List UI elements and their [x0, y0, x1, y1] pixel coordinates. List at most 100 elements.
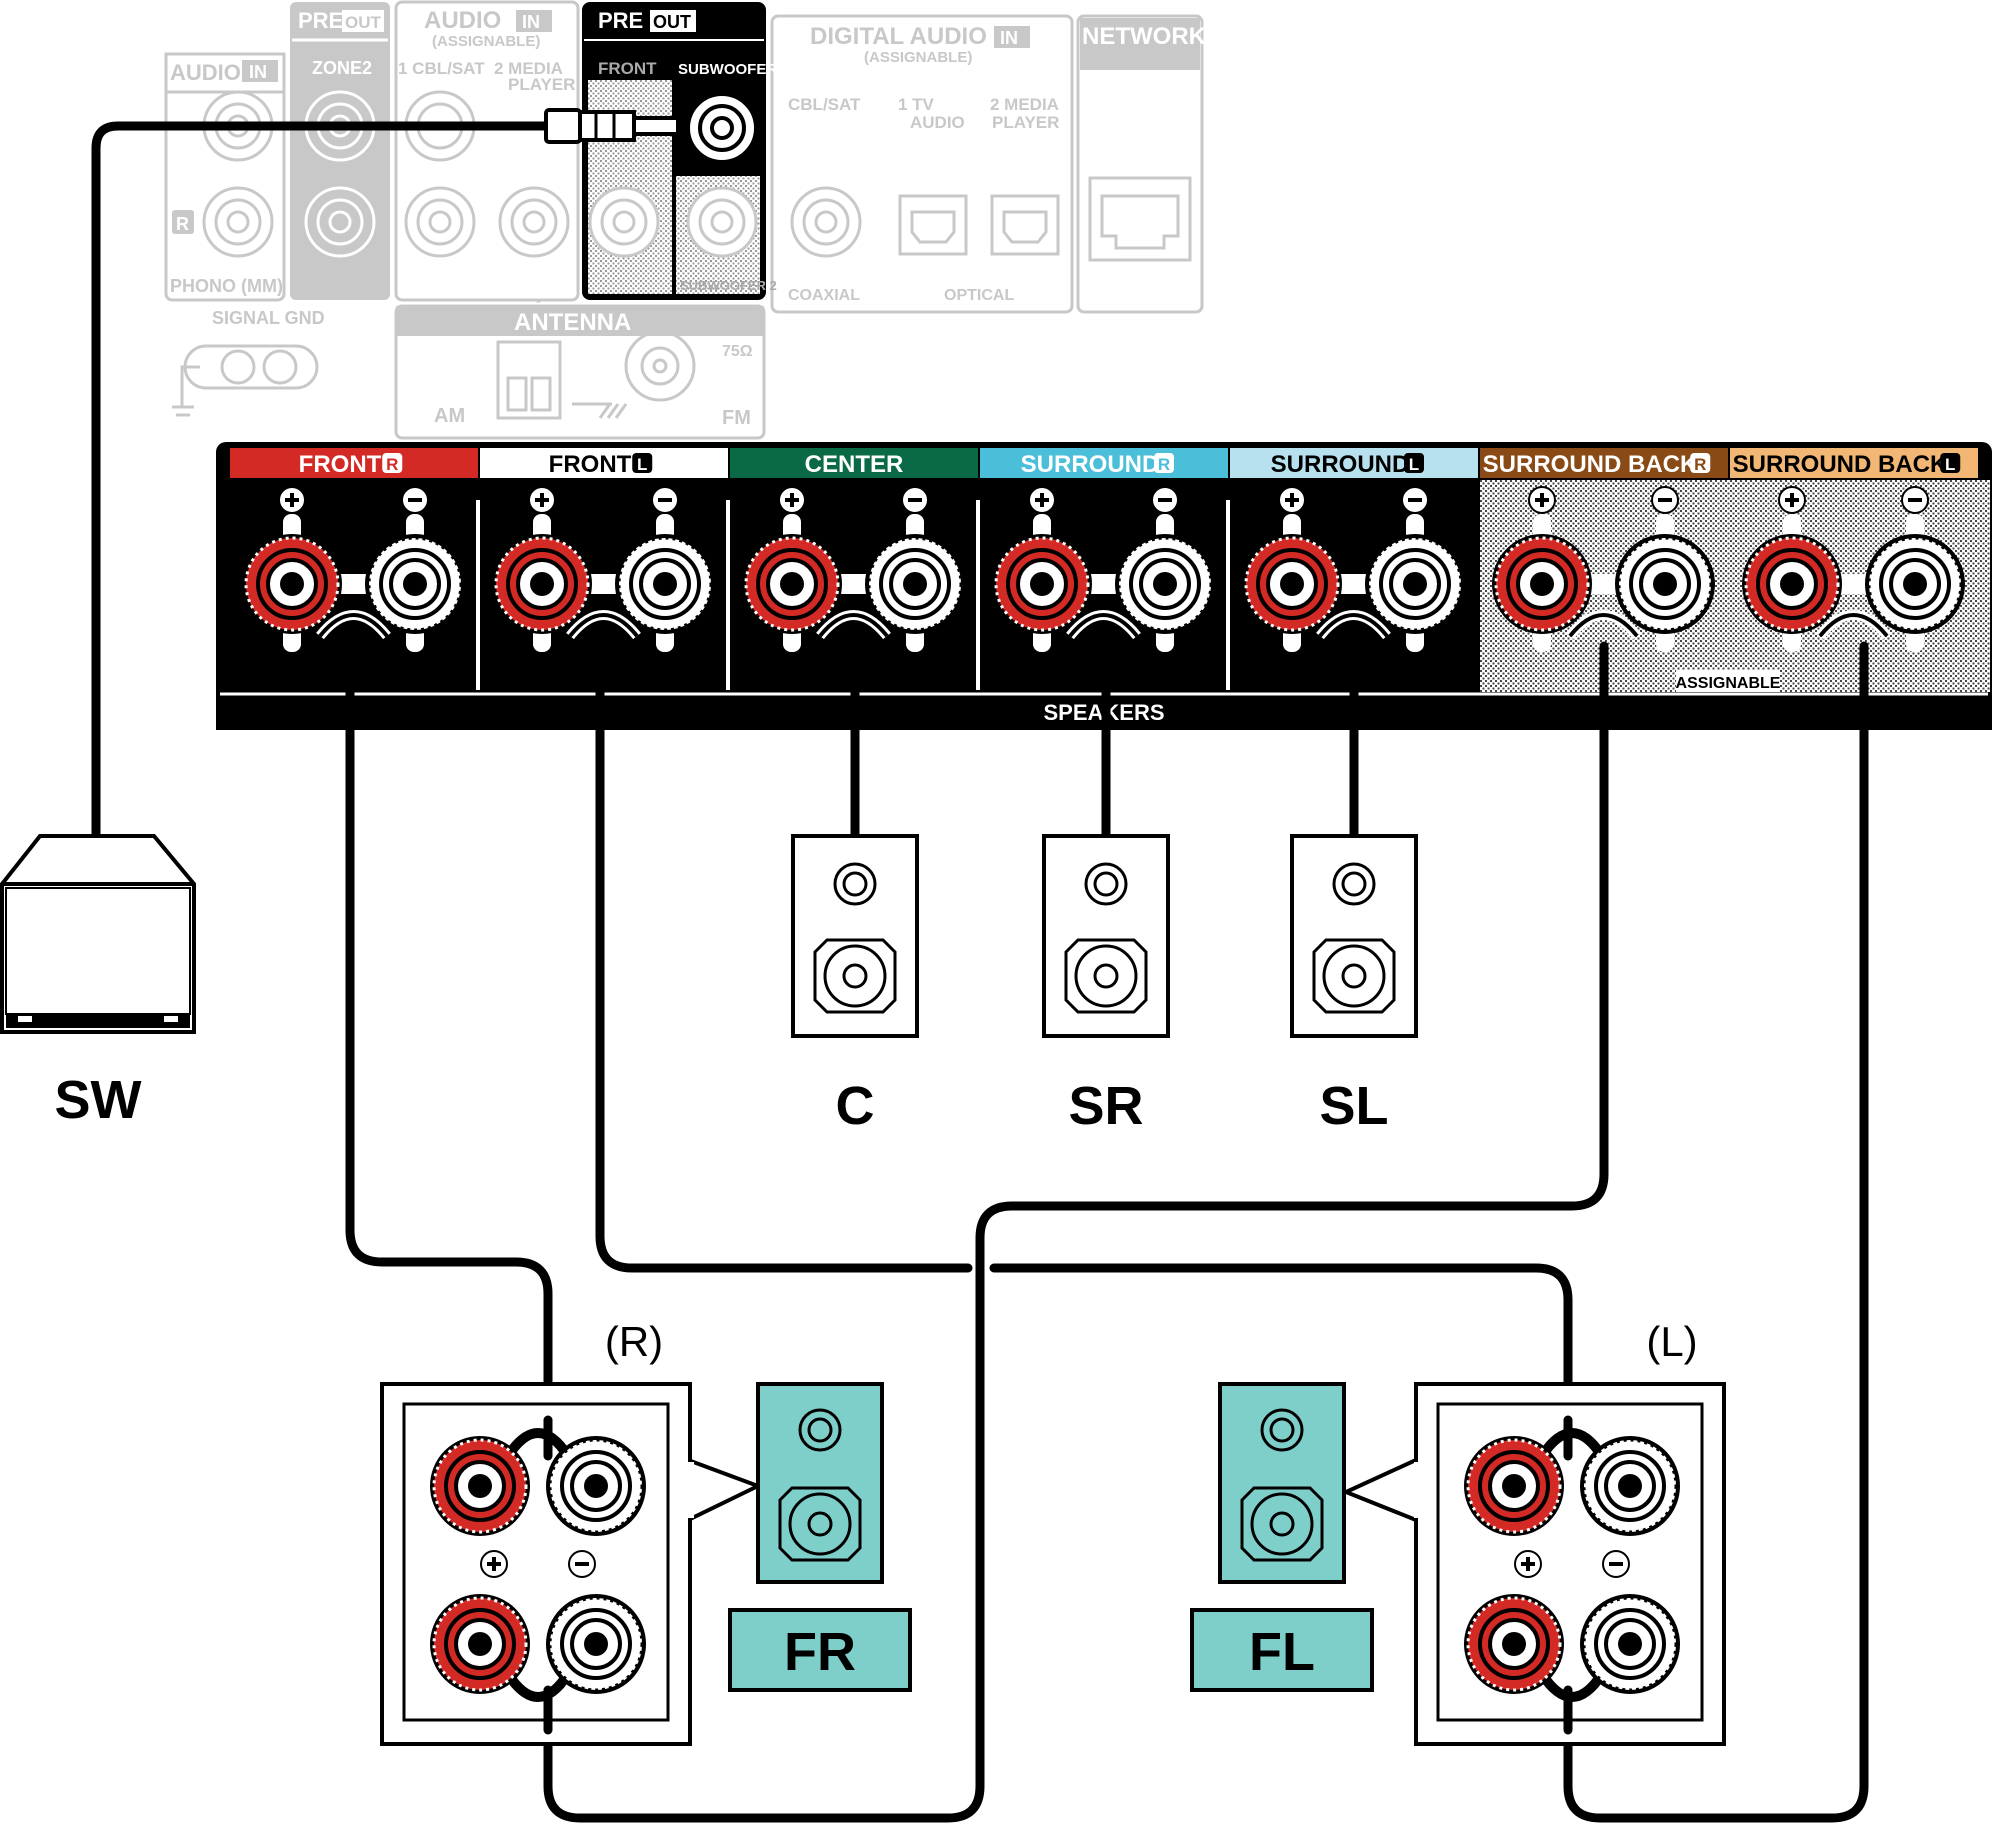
audio-assign-badge: IN [522, 12, 540, 32]
digital-audio-block [770, 14, 1074, 314]
terminal-minus[interactable] [1865, 534, 1965, 634]
cable-fr-minus [543, 641, 1609, 1823]
side-marker: (R) [605, 1318, 663, 1365]
terminal-minus[interactable] [1615, 534, 1715, 634]
cable-ends [543, 1415, 1573, 1735]
channel-name: SURROUND [1271, 451, 1410, 478]
front-right-speaker-label: FR [784, 1622, 856, 1682]
pre-out-sub2-label: SUBWOOFER 2 [680, 278, 777, 293]
terminal-plus[interactable] [1242, 534, 1342, 634]
optical-label: OPTICAL [944, 287, 1014, 304]
surround-left-speaker-label: SL [1319, 1076, 1388, 1136]
phono-label: PHONO (MM) [170, 276, 283, 296]
speaker-cables [345, 641, 1869, 1823]
audio-assign-sub: (ASSIGNABLE) [432, 33, 540, 50]
plus-indicator-icon [778, 486, 806, 514]
channel-name: FRONT [299, 451, 382, 478]
zone2-label: ZONE2 [312, 58, 372, 78]
terminal-plus[interactable] [492, 534, 592, 634]
plus-indicator-icon [1278, 486, 1306, 514]
subwoofer-cable [91, 108, 680, 836]
antenna-label: ANTENNA [514, 309, 631, 336]
plus-indicator-icon [1528, 486, 1556, 514]
front-terminal-plus[interactable] [1464, 1436, 1564, 1536]
subwoofer1-jack[interactable] [686, 92, 758, 164]
audio-in-label: AUDIO [170, 60, 241, 85]
pre-out-zone2-block [290, 2, 390, 300]
terminal-plus[interactable] [742, 534, 842, 634]
terminal-minus[interactable] [615, 534, 715, 634]
front-right-terminal-plate: (R) [380, 1318, 692, 1746]
front-terminal-minus[interactable] [1580, 1436, 1680, 1536]
digital-audio-sub: (ASSIGNABLE) [864, 49, 972, 66]
terminal-plus[interactable] [242, 534, 342, 634]
channel-name: SURROUND BACK [1483, 451, 1698, 478]
zone2-pre-label: PRE [298, 8, 343, 33]
audio-assign-input1: 1 CBL/SAT [398, 59, 485, 78]
surround-right-speaker: SR [1042, 834, 1170, 1136]
audio-assign-input2b: PLAYER [508, 75, 575, 94]
audio-in-assignable-block [394, 0, 580, 302]
side-marker: (L) [1646, 1318, 1697, 1365]
terminal-minus[interactable] [865, 534, 965, 634]
plus-indicator-icon [1028, 486, 1056, 514]
front-terminal-plus[interactable] [1464, 1594, 1564, 1694]
network-block [1076, 14, 1204, 314]
minus-indicator-icon [651, 486, 679, 514]
subwoofer-label: SW [55, 1070, 142, 1130]
plus-indicator-icon [278, 486, 306, 514]
digital-tv-1: 1 TV [898, 95, 935, 114]
front-terminal-plus[interactable] [430, 1594, 530, 1694]
signal-gnd-label: SIGNAL GND [212, 308, 325, 328]
channel-badge: L [1945, 455, 1955, 474]
center-speaker-label: C [836, 1076, 875, 1136]
front-terminal-plus[interactable] [430, 1436, 530, 1536]
digital-audio-badge: IN [1000, 28, 1018, 48]
cable-fl-minus [1563, 641, 1869, 1823]
channel-header: FRONT L [480, 448, 728, 478]
terminal-plus[interactable] [1492, 534, 1592, 634]
cable-fl-plus [595, 641, 973, 1273]
center-speaker: C [791, 834, 919, 1136]
network-label: NETWORK [1082, 23, 1207, 50]
minus-indicator-icon [1151, 486, 1179, 514]
front-left-speaker: FL [1190, 1382, 1418, 1692]
channel-badge: R [1158, 455, 1170, 474]
channel-badge: L [1409, 455, 1419, 474]
channel-name: FRONT [549, 451, 632, 478]
pre-out-main-block: PRE OUT FRONT SUBWOOFER 1 SUBWOOFER 2 [582, 2, 790, 300]
channel-badge: R [1694, 455, 1706, 474]
surround-right-speaker-label: SR [1068, 1076, 1143, 1136]
pre-out-pre-label: PRE [598, 8, 643, 33]
fm-label: FM [722, 407, 751, 429]
front-left-speaker-label: FL [1249, 1622, 1315, 1682]
digital-mp-1: 2 MEDIA [990, 95, 1059, 114]
terminal-plus[interactable] [992, 534, 1092, 634]
terminal-plus[interactable] [1742, 534, 1842, 634]
terminal-minus[interactable] [365, 534, 465, 634]
front-terminal-minus[interactable] [546, 1594, 646, 1694]
plus-indicator-icon [1778, 486, 1806, 514]
terminal-minus[interactable] [1365, 534, 1465, 634]
minus-indicator-icon [1602, 1550, 1630, 1578]
terminal-minus[interactable] [1115, 534, 1215, 634]
channel-badge: L [637, 455, 647, 474]
digital-cbl-sat: CBL/SAT [788, 95, 861, 114]
surround-left-speaker: SL [1290, 834, 1418, 1136]
rear-panel-inputs: AUDIO IN R PHONO (MM) PRE OUT ZONE2 AUDI… [164, 0, 1207, 440]
front-terminal-minus[interactable] [546, 1436, 646, 1536]
channel-name: SURROUND BACK [1733, 451, 1948, 478]
channel-header: CENTER [730, 448, 978, 478]
minus-indicator-icon [401, 486, 429, 514]
front-terminal-minus[interactable] [1580, 1594, 1680, 1694]
minus-indicator-icon [568, 1550, 596, 1578]
pre-out-sub1-label: SUBWOOFER 1 [678, 61, 790, 78]
audio-assign-label: AUDIO [424, 7, 501, 34]
audio-in-r-marker: R [176, 214, 189, 234]
minus-indicator-icon [901, 486, 929, 514]
